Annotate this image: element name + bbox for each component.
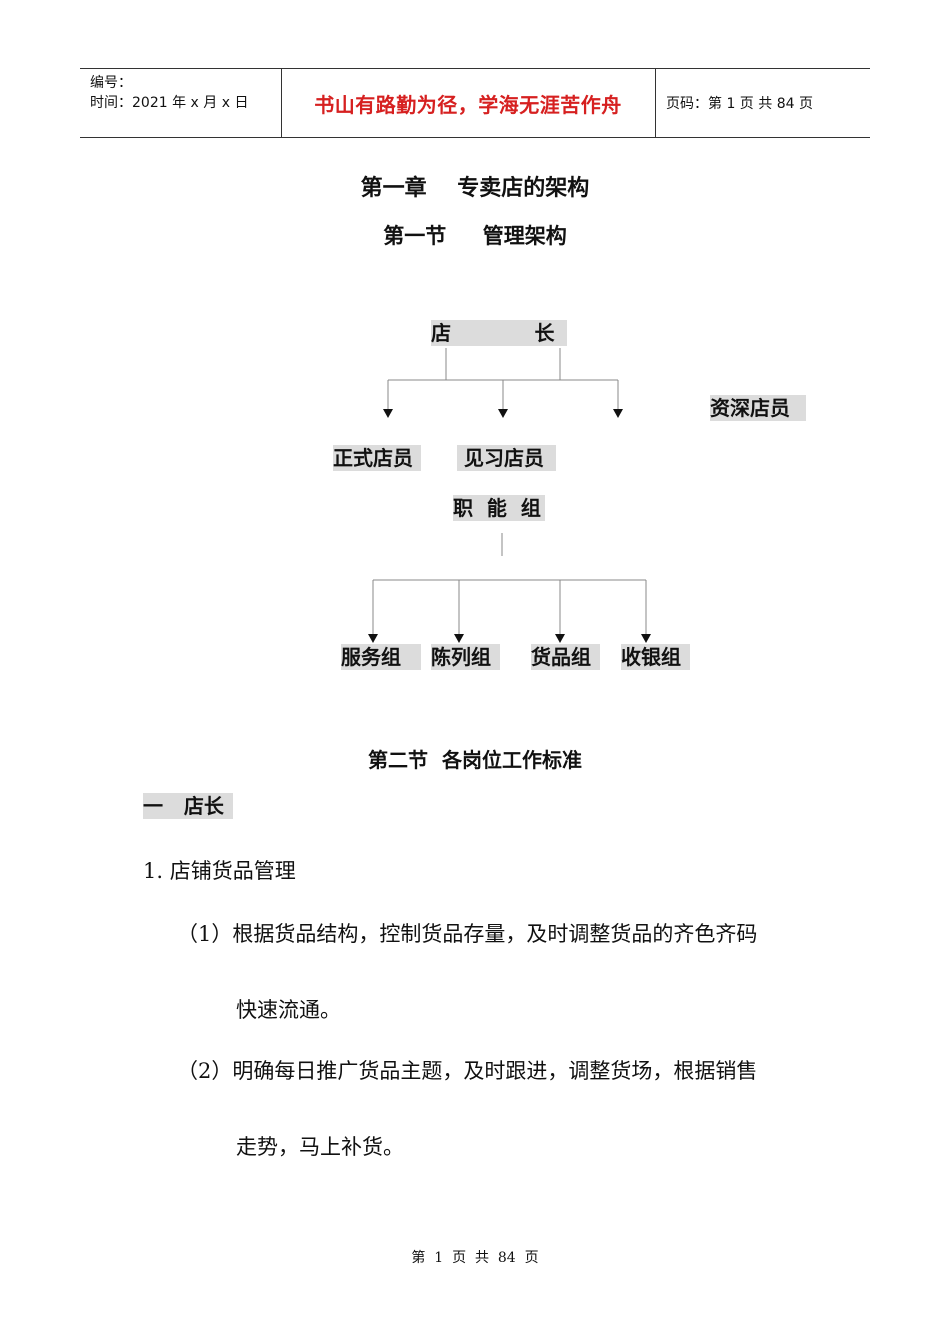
- section-title-1: 第一节 管理架构: [383, 224, 567, 248]
- section-title-2: 第二节 各岗位工作标准: [368, 748, 582, 772]
- org-formal-staff: 正式店员: [333, 445, 421, 471]
- header-date: 时间：2021 年 x 月 x 日: [90, 95, 249, 111]
- org-group-service: 服务组: [341, 644, 421, 670]
- paragraph-2-line-2: 走势，马上补货。: [236, 1135, 404, 1159]
- header-page-info: 页码：第 1 页 共 84 页: [666, 96, 813, 112]
- org-group-cashier: 收银组: [621, 644, 690, 670]
- org-store-manager: 店 长: [431, 320, 567, 346]
- header-number-label: 编号：: [90, 75, 132, 91]
- org-trainee-staff: 见习店员: [457, 445, 556, 471]
- page-header: 编号： 时间：2021 年 x 月 x 日 书山有路勤为径，学海无涯苦作舟 页码…: [80, 68, 870, 138]
- header-meta: 编号： 时间：2021 年 x 月 x 日: [90, 73, 248, 113]
- paragraph-2-line-1: （2）明确每日推广货品主题，及时跟进，调整货场，根据销售: [177, 1059, 758, 1083]
- header-divider: [281, 69, 282, 137]
- paragraph-1-line-1: （1）根据货品结构，控制货品存量，及时调整货品的齐色齐码: [177, 922, 758, 946]
- header-motto: 书山有路勤为径，学海无涯苦作舟: [314, 92, 622, 117]
- org-group-goods: 货品组: [531, 644, 600, 670]
- org-group-display: 陈列组: [431, 644, 500, 670]
- chapter-title: 第一章 专卖店的架构: [360, 176, 590, 201]
- header-divider: [655, 69, 656, 137]
- heading-store-manager: 一 店长: [143, 793, 233, 819]
- org-senior-staff: 资深店员: [710, 395, 806, 421]
- org-functional-group: 职 能 组: [453, 495, 545, 521]
- org-chart-connectors: [368, 348, 651, 643]
- list-item-1: 1. 店铺货品管理: [143, 859, 296, 883]
- page-footer: 第 1 页 共 84 页: [411, 1250, 539, 1266]
- paragraph-1-line-2: 快速流通。: [236, 998, 341, 1022]
